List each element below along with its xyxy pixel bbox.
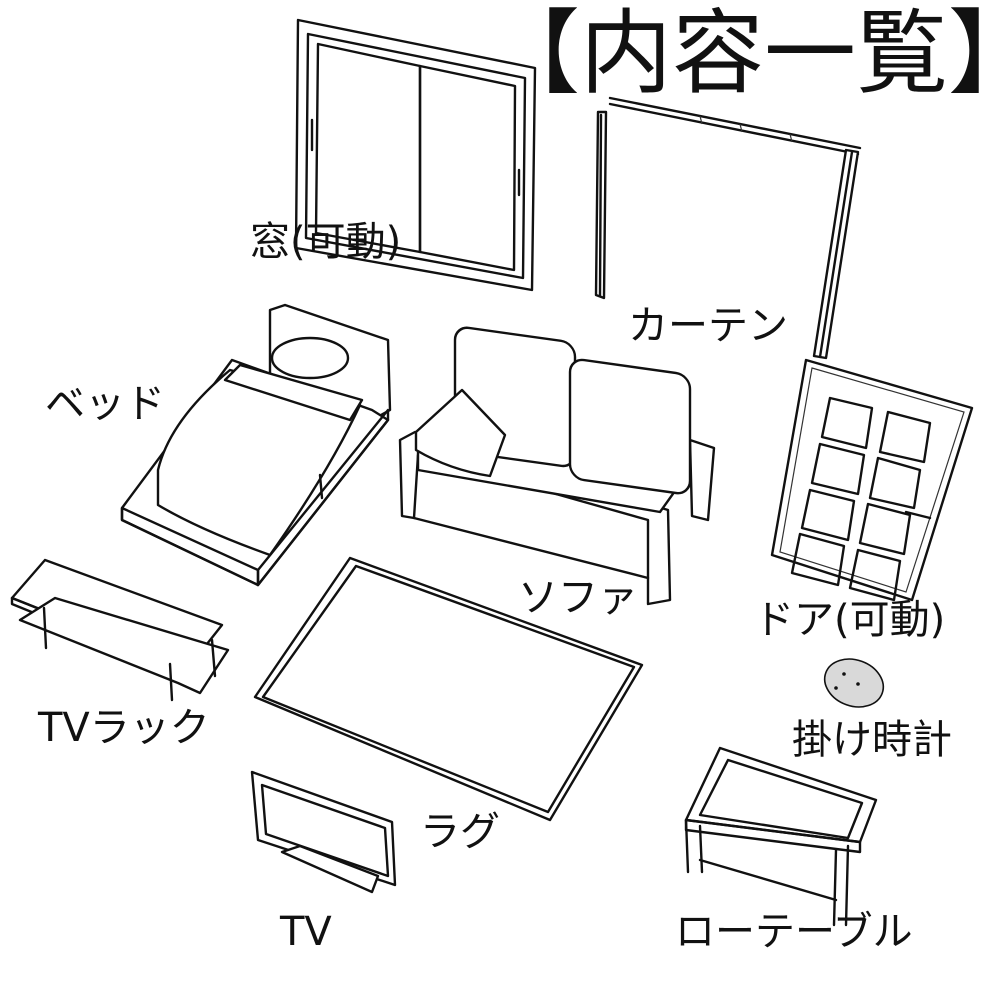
clock-drawing	[823, 658, 885, 708]
curtain-drawing	[594, 96, 862, 360]
label-tv-rack: TVラック	[38, 705, 210, 751]
label-bed: ベッド	[45, 381, 165, 427]
label-sofa: ソファ	[518, 575, 638, 621]
tv-drawing	[250, 770, 397, 894]
sofa-drawing	[398, 326, 716, 606]
page-title: 【内容一覧】	[488, 0, 1000, 107]
label-window: 窓(可動)	[250, 219, 402, 265]
door-drawing	[770, 358, 974, 602]
label-low-table: ローテーブル	[675, 909, 913, 955]
label-door: ドア(可動)	[754, 597, 946, 643]
bed-drawing	[120, 303, 392, 587]
label-clock: 掛け時計	[792, 717, 952, 763]
low-table-drawing	[684, 746, 878, 927]
window-drawing	[294, 18, 537, 292]
rug-drawing	[253, 556, 644, 822]
tv-rack-drawing	[10, 558, 230, 702]
label-rug: ラグ	[420, 809, 500, 855]
label-tv: TV	[280, 909, 332, 955]
label-curtain: カーテン	[628, 303, 788, 349]
